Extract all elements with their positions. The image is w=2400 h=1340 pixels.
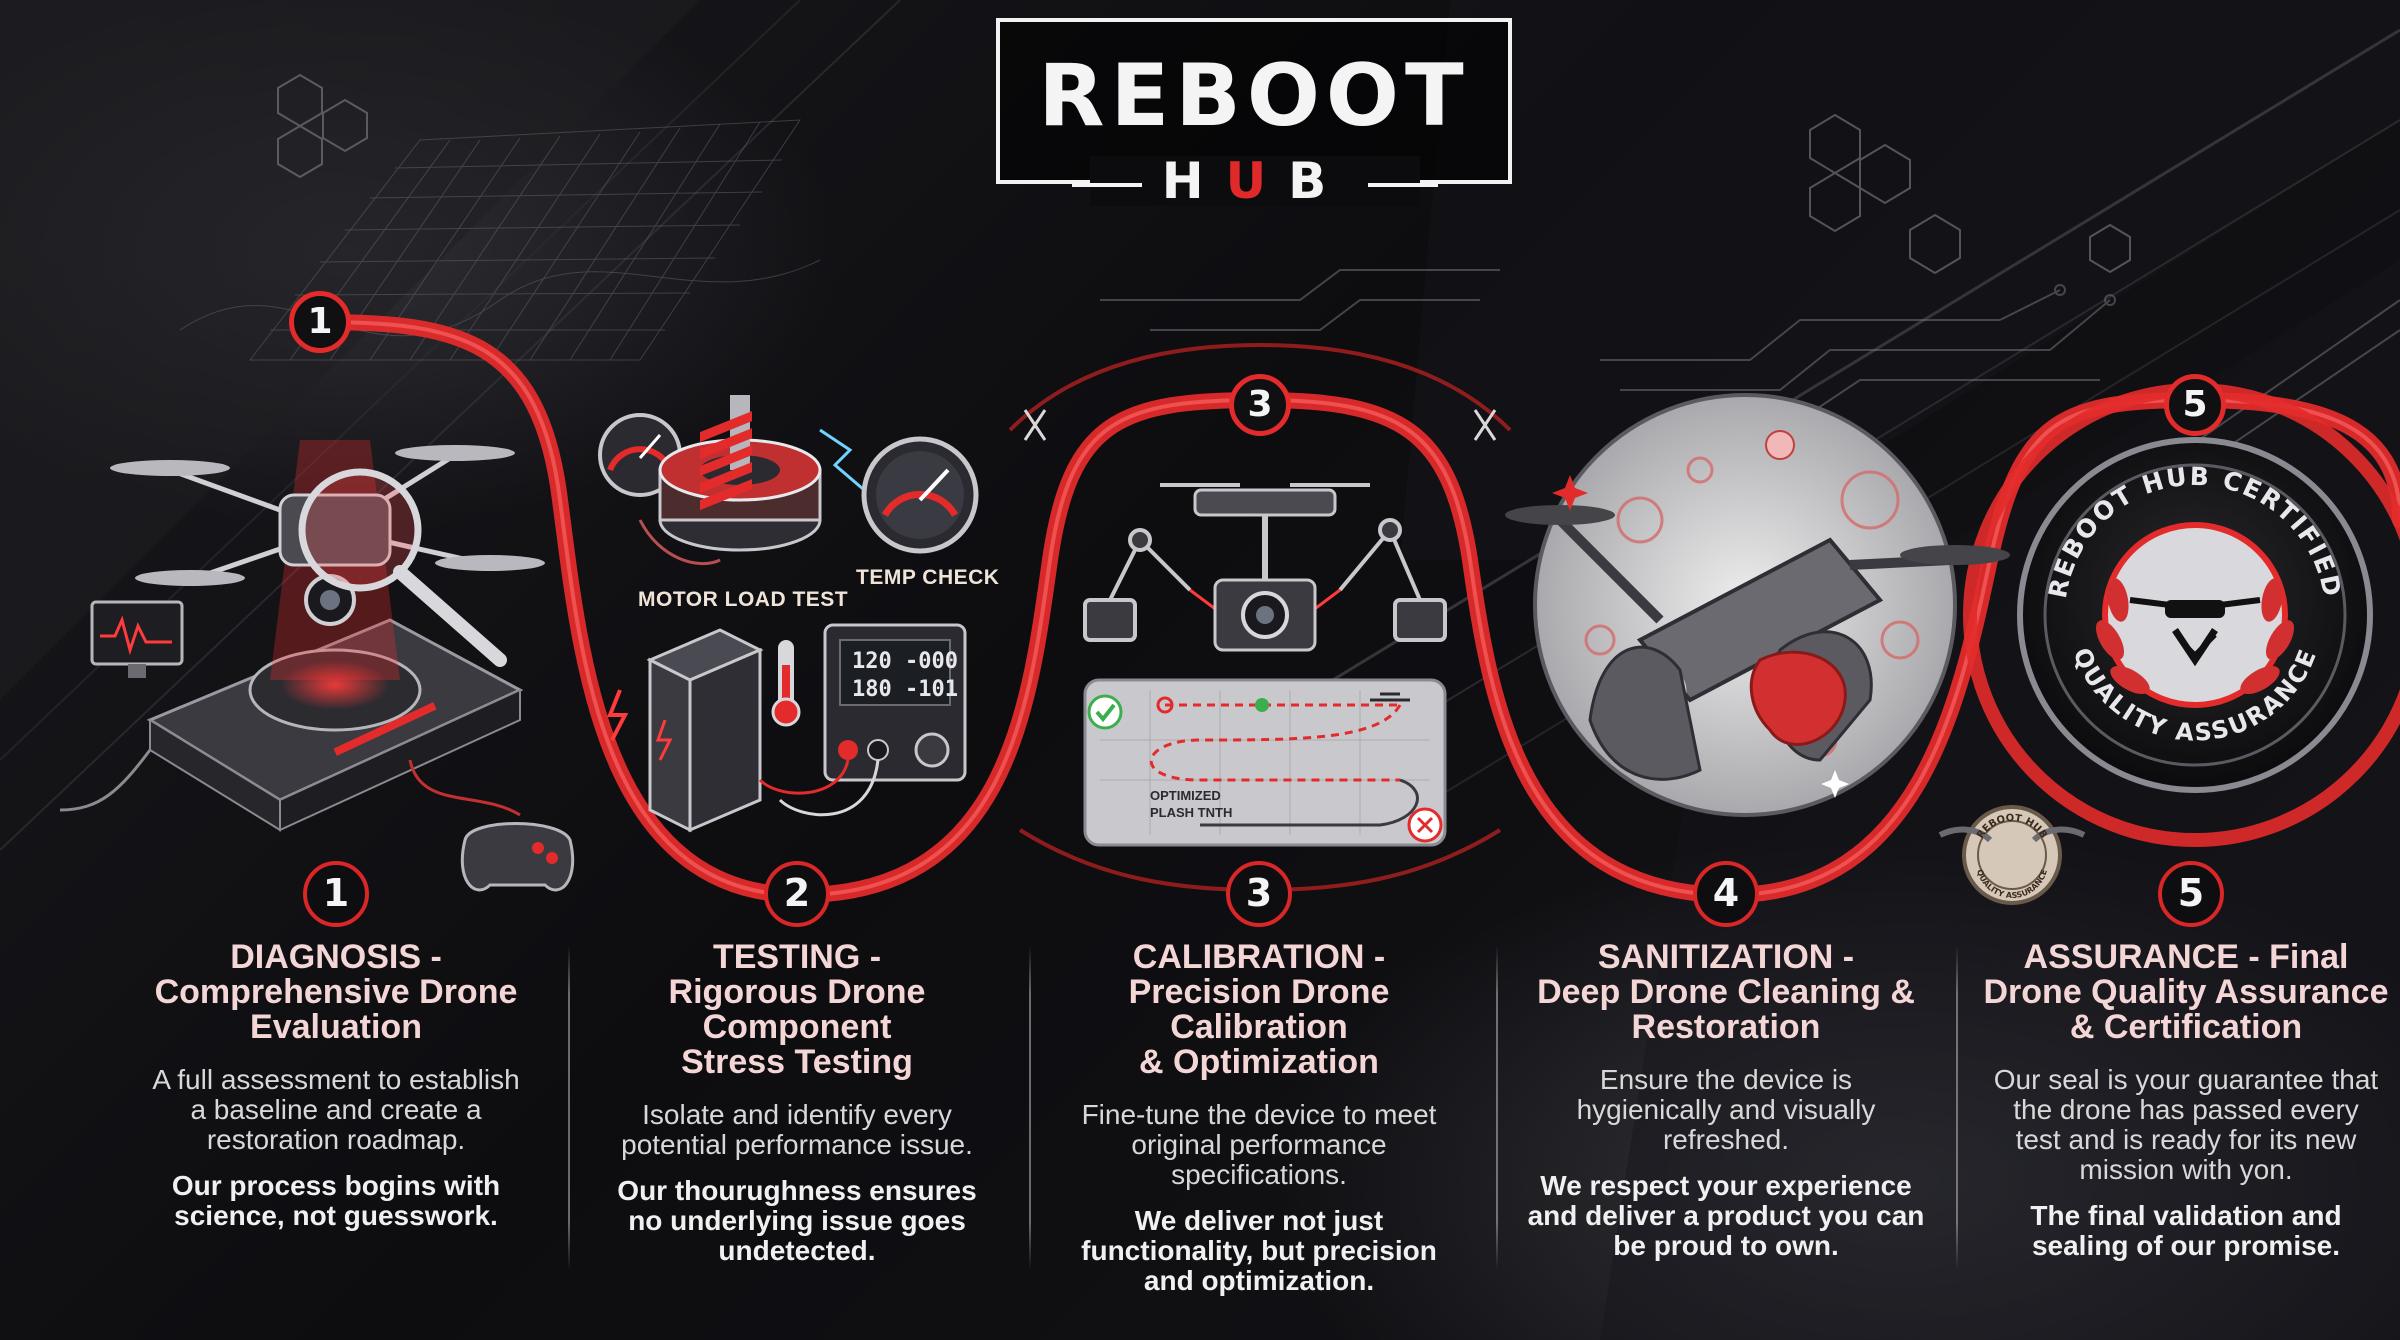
step-highlight: Our process bogins with science, not gue… xyxy=(126,1171,546,1231)
highlight-line: sealing of our promise. xyxy=(2031,1230,2341,1261)
path-marker-5: 5 xyxy=(2164,374,2226,436)
highlight-line: be proud to own. xyxy=(1613,1230,1839,1261)
title-line: Deep Drone Cleaning & xyxy=(1537,973,1915,1011)
logo-sub-h: H xyxy=(1161,152,1226,210)
highlight-line: undetected. xyxy=(718,1235,876,1266)
title-line: CALIBRATION - xyxy=(1132,938,1386,976)
desc-line: potential performance issue. xyxy=(621,1129,973,1160)
motor-load-label: MOTOR LOAD TEST xyxy=(638,588,849,611)
meter-readout-1: 120 -000 xyxy=(852,649,958,674)
step-sanitization: SANITIZATION - Deep Drone Cleaning & Res… xyxy=(1516,940,1936,1261)
desc-line: refreshed. xyxy=(1662,1124,1790,1155)
title-line: & Optimization xyxy=(1139,1043,1379,1081)
title-line: TESTING - xyxy=(712,938,882,976)
title-line: Restoration xyxy=(1631,1008,1821,1046)
highlight-line: and deliver a product you can xyxy=(1527,1200,1925,1231)
highlight-line: We deliver not just xyxy=(1134,1205,1384,1236)
step-description: Our seal is your guarantee that the dron… xyxy=(1976,1065,2396,1185)
title-line: Drone Quality Assurance xyxy=(1983,973,2389,1011)
highlight-line: We respect your experience xyxy=(1540,1170,1912,1201)
column-divider-4 xyxy=(1956,945,1958,1270)
column-divider-2 xyxy=(1029,945,1031,1270)
step-highlight: Our thourughness ensures no underlying i… xyxy=(587,1176,1007,1266)
logo-sub-b: B xyxy=(1288,152,1349,210)
temp-check-label: TEMP CHECK xyxy=(856,566,1000,589)
step-title: ASSURANCE - Final Drone Quality Assuranc… xyxy=(1976,940,2396,1045)
step-calibration: CALIBRATION - Precision Drone Calibratio… xyxy=(1049,940,1469,1296)
step-assurance: ASSURANCE - Final Drone Quality Assuranc… xyxy=(1976,940,2396,1261)
step-description: Fine-tune the device to meet original pe… xyxy=(1049,1100,1469,1190)
desc-line: Isolate and identify every xyxy=(642,1099,952,1130)
desc-line: hygienically and visually xyxy=(1576,1094,1876,1125)
desc-line: a baseline and create a xyxy=(190,1094,482,1125)
logo-dash-right xyxy=(1368,182,1439,187)
logo-dash-left xyxy=(1071,182,1142,187)
calibration-illustration xyxy=(1083,483,1447,847)
highlight-line: and optimization. xyxy=(1143,1265,1375,1296)
step-description: Ensure the device is hygienically and vi… xyxy=(1516,1065,1936,1155)
assurance-illustration xyxy=(1938,437,2373,905)
highlight-line: science, not guesswork. xyxy=(174,1200,498,1231)
step-badge-3: 3 xyxy=(1226,861,1292,927)
title-line: & Certification xyxy=(2069,1008,2303,1046)
title-line: ASSURANCE - Final xyxy=(2023,938,2349,976)
step-highlight: The final validation and sealing of our … xyxy=(1976,1201,2396,1261)
step-badge-4: 4 xyxy=(1693,861,1759,927)
step-title: DIAGNOSIS - Comprehensive Drone Evaluati… xyxy=(126,940,546,1045)
title-line: Comprehensive Drone xyxy=(154,973,518,1011)
step-badge-1: 1 xyxy=(303,861,369,927)
step-description: A full assessment to establish a baselin… xyxy=(126,1065,546,1155)
logo-title: REBOOT xyxy=(1038,46,1470,146)
highlight-line: no underlying issue goes xyxy=(628,1205,966,1236)
step-highlight: We respect your experience and deliver a… xyxy=(1516,1171,1936,1261)
highlight-line: Our process bogins with xyxy=(171,1170,501,1201)
desc-line: Ensure the device is xyxy=(1599,1064,1853,1095)
step-title: SANITIZATION - Deep Drone Cleaning & Res… xyxy=(1516,940,1936,1045)
testing-illustration xyxy=(598,395,979,833)
logo-sub-u: U xyxy=(1225,152,1289,210)
title-line: SANITIZATION - xyxy=(1597,938,1855,976)
path-label-2: PLASH TNTH xyxy=(1150,805,1232,820)
desc-line: A full assessment to establish xyxy=(152,1064,520,1095)
desc-line: Fine-tune the device to meet xyxy=(1081,1099,1437,1130)
step-description: Isolate and identify every potential per… xyxy=(587,1100,1007,1160)
highlight-line: The final validation and xyxy=(2030,1200,2342,1231)
column-divider-1 xyxy=(568,945,570,1270)
title-line: Evaluation xyxy=(250,1008,422,1046)
desc-line: specifications. xyxy=(1171,1159,1347,1190)
logo-subtitle-mask xyxy=(1090,156,1420,206)
hexagon-pattern xyxy=(277,73,2131,275)
step-badge-2: 2 xyxy=(764,861,830,927)
title-line: Rigorous Drone Component xyxy=(668,973,926,1046)
step-highlight: We deliver not just functionality, but p… xyxy=(1049,1206,1469,1296)
desc-line: mission with yon. xyxy=(2079,1154,2293,1185)
sanitization-illustration xyxy=(1505,393,2010,817)
path-marker-3: 3 xyxy=(1229,374,1291,436)
desc-line: original performance xyxy=(1131,1129,1387,1160)
highlight-line: functionality, but precision xyxy=(1081,1235,1437,1266)
title-line: DIAGNOSIS - xyxy=(230,938,442,976)
title-line: Stress Testing xyxy=(681,1043,913,1081)
path-label-1: OPTIMIZED xyxy=(1150,788,1221,803)
step-testing: TESTING - Rigorous Drone Component Stres… xyxy=(587,940,1007,1266)
desc-line: Our seal is your guarantee that xyxy=(1993,1064,2379,1095)
title-line: Precision Drone Calibration xyxy=(1128,973,1390,1046)
step-title: TESTING - Rigorous Drone Component Stres… xyxy=(587,940,1007,1080)
step-title: CALIBRATION - Precision Drone Calibratio… xyxy=(1049,940,1469,1080)
path-marker-1: 1 xyxy=(289,291,351,353)
step-diagnosis: DIAGNOSIS - Comprehensive Drone Evaluati… xyxy=(126,940,546,1231)
logo-subtitle: HUB xyxy=(1040,150,1470,212)
column-divider-3 xyxy=(1496,945,1498,1270)
diagnosis-illustration xyxy=(59,440,575,892)
meter-readout-2: 180 -101 xyxy=(852,677,958,702)
highlight-line: Our thourughness ensures xyxy=(617,1175,977,1206)
desc-line: the drone has passed every xyxy=(2013,1094,2359,1125)
step-badge-5: 5 xyxy=(2158,861,2224,927)
desc-line: test and is ready for its new xyxy=(2015,1124,2357,1155)
desc-line: restoration roadmap. xyxy=(206,1124,466,1155)
